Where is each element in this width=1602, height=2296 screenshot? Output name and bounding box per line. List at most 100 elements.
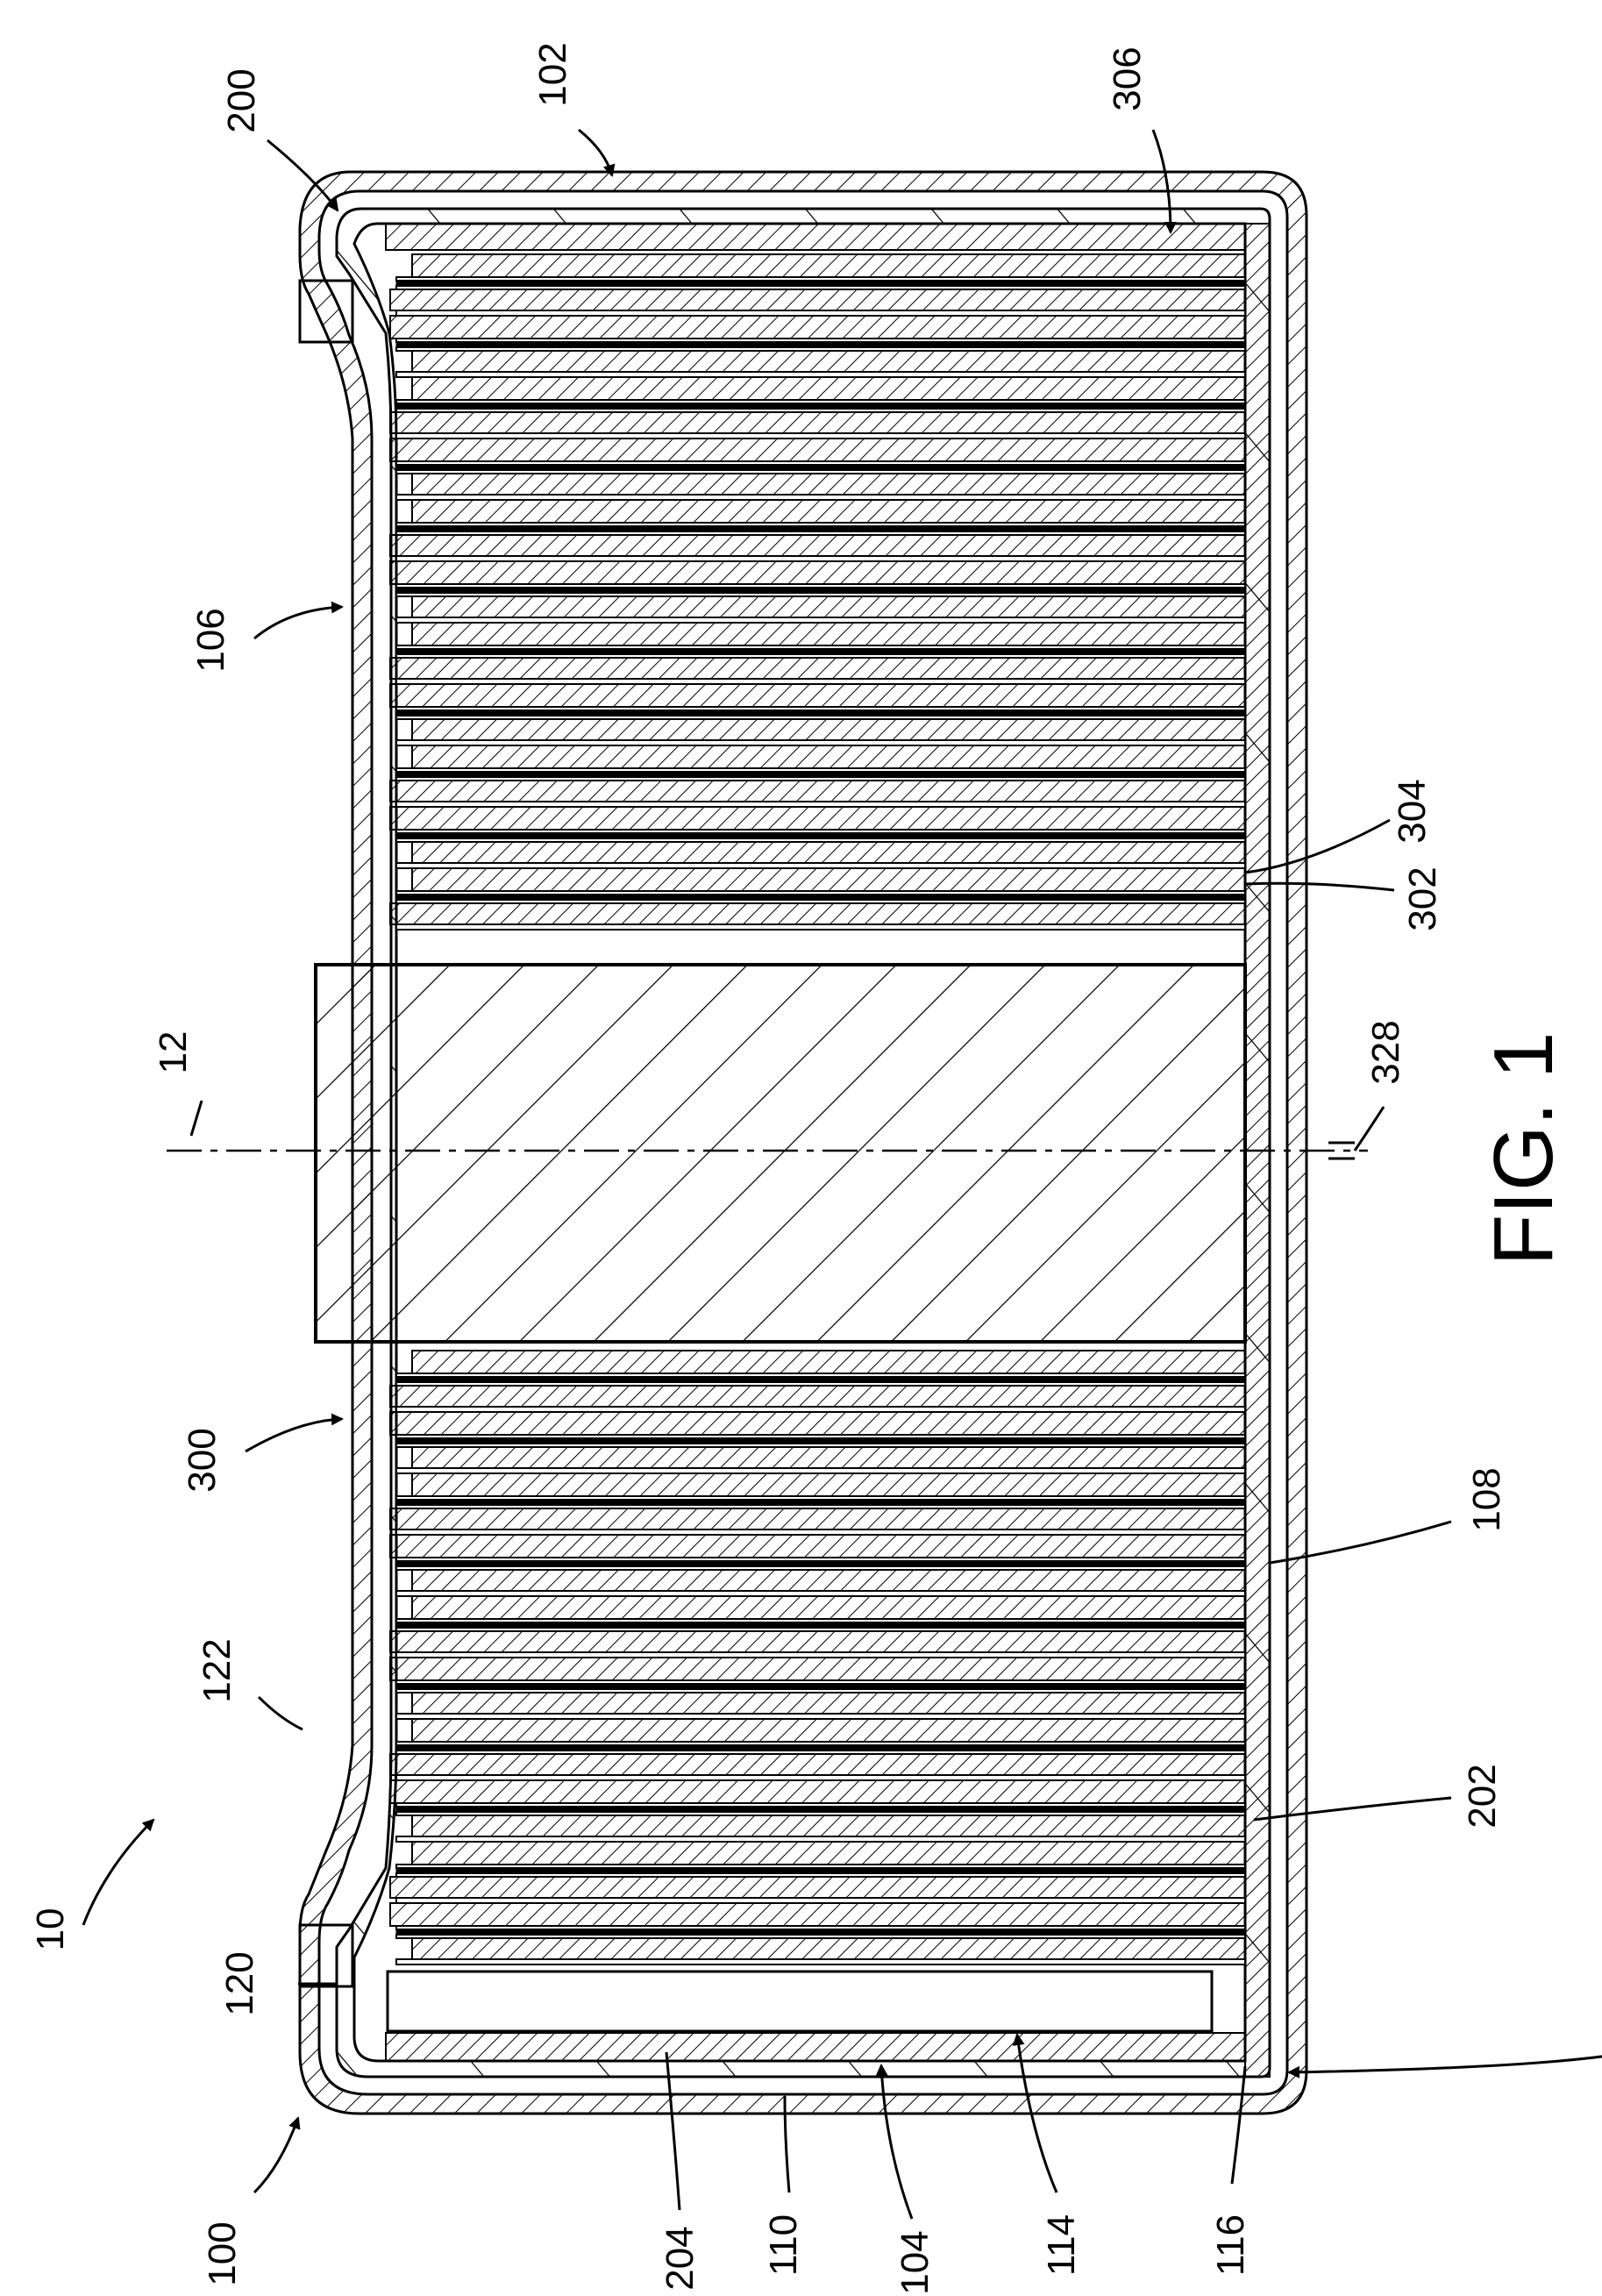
label-116: 116 (1209, 2214, 1252, 2276)
label-102: 102 (531, 42, 574, 106)
label-12: 12 (152, 1031, 195, 1074)
electrode-layer (412, 500, 1245, 523)
counter-electrode-layer (412, 842, 1245, 863)
label-108: 108 (1465, 1467, 1508, 1531)
label-106: 106 (189, 608, 232, 672)
leader-106 (254, 607, 342, 638)
separator-gap (396, 339, 1245, 342)
leader-100 (254, 2118, 298, 2193)
label-306: 306 (1106, 46, 1149, 111)
counter-electrode-layer (390, 412, 1245, 433)
counter-electrode-layer (412, 1815, 1245, 1836)
counter-electrode-layer (412, 351, 1245, 372)
counter-electrode-layer (412, 719, 1245, 740)
separator-gap (396, 707, 1245, 710)
separator-gap (396, 584, 1245, 588)
separator-gap (396, 1680, 1245, 1684)
figure-title: FIG. 1 (1477, 1032, 1570, 1266)
layer-gap (396, 924, 1245, 930)
counter-electrode-layer (390, 903, 1245, 924)
counter-electrode-layer (412, 474, 1245, 495)
counter-electrode-layer (390, 1877, 1245, 1898)
counter-electrode-layer (390, 1386, 1245, 1407)
separator-gap (396, 1496, 1245, 1500)
layer-gap (396, 1959, 1245, 1964)
step-edge-top (300, 1925, 352, 1986)
counter-electrode-layer (412, 1570, 1245, 1591)
separator-gap (396, 1435, 1245, 1438)
separator-gap (396, 1865, 1245, 1868)
separator-gap (396, 1803, 1245, 1807)
separator-gap (396, 400, 1245, 403)
electrode-layer (412, 1596, 1245, 1619)
label-122: 122 (196, 1638, 239, 1702)
electrode-layer (390, 316, 1245, 339)
separator-gap (396, 461, 1245, 465)
electrode-layer (412, 745, 1245, 768)
leader-300 (246, 1419, 342, 1451)
leader-122 (259, 1697, 303, 1729)
counter-electrode-layer (390, 781, 1245, 802)
label-100: 100 (201, 2221, 244, 2285)
step-edge-bottom (300, 281, 352, 342)
electrode-layer (412, 1351, 1245, 1373)
electrode-layer (412, 377, 1245, 400)
electrode-layer (390, 1535, 1245, 1558)
counter-electrode-layer (412, 596, 1245, 617)
separator-gap (396, 1926, 1245, 1929)
central-core-block (316, 965, 1245, 1342)
counter-electrode-layer (412, 1693, 1245, 1714)
label-204: 204 (659, 2226, 701, 2290)
leader-10 (83, 1820, 153, 1925)
separator-gap (396, 830, 1245, 833)
label-302: 302 (1401, 866, 1444, 931)
counter-electrode-layer (390, 289, 1245, 310)
electrode-layer (412, 1719, 1245, 1742)
label-328: 328 (1364, 1020, 1407, 1084)
separator-gap (396, 1742, 1245, 1745)
label-114: 114 (1040, 2214, 1083, 2276)
label-304: 304 (1391, 779, 1434, 843)
bottom-space-114 (388, 1972, 1212, 2031)
electrode-layer (390, 561, 1245, 584)
leader-328 (1355, 1107, 1384, 1151)
counter-electrode-layer (412, 1938, 1245, 1959)
electrode-layer (412, 868, 1245, 891)
electrode-layer (390, 684, 1245, 707)
label-200: 200 (220, 68, 263, 132)
label-104: 104 (894, 2230, 936, 2294)
leader-112 (1289, 2052, 1602, 2072)
counter-electrode-layer (412, 1447, 1245, 1468)
separator-gap (396, 523, 1245, 526)
electrode-layer (412, 254, 1245, 277)
separator-gap (396, 645, 1245, 649)
electrode-layer (390, 439, 1245, 461)
label-10: 10 (29, 1908, 72, 1951)
separator-gap (396, 768, 1245, 772)
counter-electrode-layer (390, 658, 1245, 679)
electrode-layer (412, 1842, 1245, 1865)
counter-electrode-layer (390, 1631, 1245, 1652)
leader-12 (191, 1101, 202, 1136)
separator-gap (396, 1619, 1245, 1622)
top-plate-306 (386, 224, 1245, 250)
separator-gap (396, 891, 1245, 895)
separator-gap (396, 1558, 1245, 1561)
separator-gap (396, 277, 1245, 281)
electrode-layer (390, 1658, 1245, 1680)
electrode-layer (390, 807, 1245, 830)
electrode-layer (412, 1473, 1245, 1496)
electrode-layer (412, 623, 1245, 645)
label-202: 202 (1461, 1764, 1504, 1828)
counter-electrode-layer (390, 1754, 1245, 1775)
label-300: 300 (181, 1428, 224, 1492)
electrode-layer (390, 1412, 1245, 1435)
label-120: 120 (218, 1951, 261, 2015)
electrode-layer (390, 1780, 1245, 1803)
electrode-layer (390, 1903, 1245, 1926)
counter-electrode-layer (390, 535, 1245, 556)
pouch-bottom-204 (386, 2033, 1245, 2061)
separator-gap (396, 1373, 1245, 1377)
label-110: 110 (762, 2214, 805, 2276)
